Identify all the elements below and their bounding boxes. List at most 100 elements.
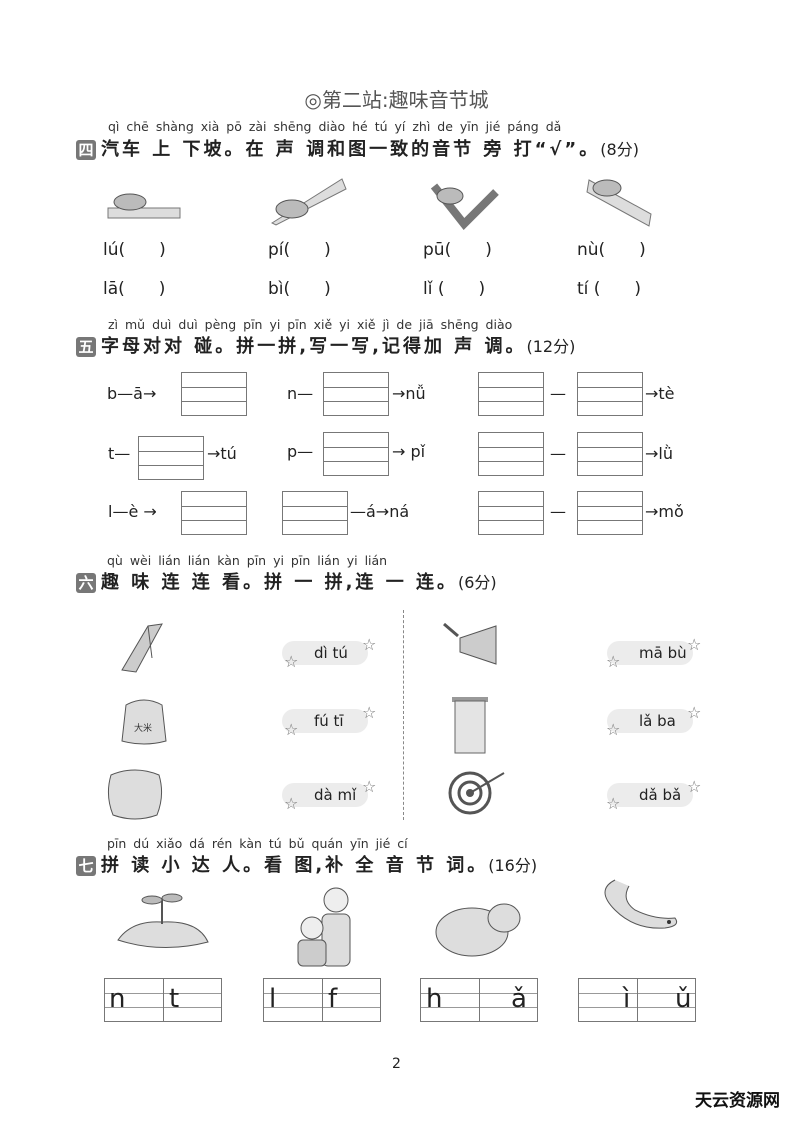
write-box[interactable] bbox=[478, 491, 544, 535]
escalator-icon bbox=[121, 623, 163, 673]
s7-heading: 七拼 读 小 达 人。看 图,补 全 音 节 词。(16分) bbox=[76, 851, 537, 877]
s7-instruction: 拼 读 小 达 人。看 图,补 全 音 节 词。 bbox=[101, 855, 489, 876]
divider bbox=[403, 610, 404, 820]
write-box[interactable] bbox=[478, 372, 544, 416]
pinyin-card[interactable]: dà mǐ bbox=[282, 783, 368, 807]
star-icon: ☆ bbox=[687, 777, 702, 796]
pinyin-card[interactable]: mā bù bbox=[607, 641, 693, 665]
write-box[interactable] bbox=[478, 432, 544, 476]
grid-letter: l bbox=[269, 984, 277, 1014]
option[interactable]: pí( ) bbox=[268, 240, 331, 260]
label: →lǜ bbox=[645, 444, 673, 463]
write-box[interactable] bbox=[181, 491, 247, 535]
option[interactable]: lā( ) bbox=[103, 279, 166, 299]
s5-number-badge: 五 bbox=[76, 337, 96, 357]
s4-score: (8分) bbox=[600, 140, 639, 159]
father-son-icon bbox=[297, 887, 351, 967]
s5-score: (12分) bbox=[526, 337, 576, 356]
label: — bbox=[550, 502, 566, 521]
option[interactable]: lǐ ( ) bbox=[423, 279, 486, 299]
label: →tú bbox=[207, 444, 237, 463]
target-icon bbox=[448, 771, 505, 815]
sprout-soil-icon bbox=[117, 893, 209, 948]
star-icon: ☆ bbox=[606, 652, 621, 671]
star-icon: ☆ bbox=[284, 794, 299, 813]
write-box[interactable] bbox=[577, 432, 643, 476]
write-box[interactable] bbox=[282, 491, 348, 535]
star-icon: ☆ bbox=[362, 635, 377, 654]
option[interactable]: nù( ) bbox=[577, 240, 646, 260]
grid-letter: f bbox=[328, 984, 338, 1014]
write-box[interactable] bbox=[323, 372, 389, 416]
option[interactable]: pū( ) bbox=[423, 240, 492, 260]
grid-letter: n bbox=[109, 984, 126, 1014]
lizard-icon bbox=[604, 879, 678, 929]
write-box[interactable] bbox=[577, 491, 643, 535]
pinyin-card[interactable]: dǎ bǎ bbox=[607, 783, 693, 807]
write-box[interactable] bbox=[138, 436, 204, 480]
hippo-icon bbox=[435, 903, 521, 957]
s6-pinyin: qù wèi lián lián kàn pīn yi pīn lián yi … bbox=[107, 553, 388, 568]
star-icon: ☆ bbox=[606, 794, 621, 813]
label: →nǚ bbox=[392, 384, 426, 403]
pinyin-card[interactable]: fú tī bbox=[282, 709, 368, 733]
pinyin-card[interactable]: lǎ ba bbox=[607, 709, 693, 733]
s5-instruction: 字母对对 碰。拼一拼,写一写,记得加 声 调。 bbox=[101, 336, 527, 357]
towel-icon bbox=[452, 697, 488, 754]
write-box[interactable] bbox=[323, 432, 389, 476]
star-icon: ☆ bbox=[362, 703, 377, 722]
label: — bbox=[550, 444, 566, 463]
grid-letter: ǔ bbox=[675, 984, 692, 1014]
rice-bag-icon: 大米 bbox=[121, 699, 167, 745]
star-icon: ☆ bbox=[606, 720, 621, 739]
grid-letter: h bbox=[426, 984, 443, 1014]
label: —á→ná bbox=[350, 502, 410, 521]
car-downhill-icon bbox=[586, 179, 652, 227]
write-box[interactable] bbox=[181, 372, 247, 416]
star-icon: ☆ bbox=[284, 720, 299, 739]
s6-heading: 六趣 味 连 连 看。拼 一 拼,连 一 连。(6分) bbox=[76, 568, 497, 594]
option[interactable]: bì( ) bbox=[268, 279, 331, 299]
s4-heading: 四汽车 上 下坡。在 声 调和图一致的音节 旁 打“√”。(8分) bbox=[76, 135, 639, 161]
s5-heading: 五字母对对 碰。拼一拼,写一写,记得加 声 调。(12分) bbox=[76, 332, 575, 358]
option[interactable]: tí ( ) bbox=[577, 279, 642, 299]
bag-text: 大米 bbox=[134, 722, 152, 734]
grid-letter: ǎ bbox=[511, 984, 527, 1014]
s5-pinyin: zì mǔ duì duì pèng pīn yi pīn xiě yi xiě… bbox=[108, 317, 513, 332]
star-icon: ☆ bbox=[284, 652, 299, 671]
map-icon bbox=[107, 769, 163, 820]
grid-letter: ì bbox=[623, 984, 631, 1014]
label: → pǐ bbox=[392, 442, 426, 461]
label: →mǒ bbox=[645, 502, 684, 521]
pinyin-card[interactable]: dì tú bbox=[282, 641, 368, 665]
page-number: 2 bbox=[392, 1056, 401, 1072]
label: →tè bbox=[645, 384, 675, 403]
s7-number-badge: 七 bbox=[76, 856, 96, 876]
watermark: 天云资源网 bbox=[695, 1091, 780, 1111]
car-down-up-icon bbox=[430, 183, 499, 230]
s7-pinyin: pīn dú xiǎo dá rén kàn tú bǔ quán yīn ji… bbox=[107, 836, 408, 851]
car-flat-icon bbox=[107, 193, 181, 219]
loudspeaker-icon bbox=[443, 622, 497, 665]
label: p— bbox=[287, 442, 314, 461]
star-icon: ☆ bbox=[687, 635, 702, 654]
s6-number-badge: 六 bbox=[76, 573, 96, 593]
page-title: ◎第二站:趣味音节城 bbox=[304, 88, 489, 112]
s4-pinyin: qì chē shàng xià pō zài shēng diào hé tú… bbox=[108, 119, 562, 134]
write-box[interactable] bbox=[577, 372, 643, 416]
label: l—è → bbox=[108, 502, 157, 521]
label: t— bbox=[108, 444, 131, 463]
s6-score: (6分) bbox=[457, 573, 497, 592]
grid-letter: t bbox=[169, 984, 180, 1014]
car-uphill-icon bbox=[270, 178, 347, 226]
s4-instruction: 汽车 上 下坡。在 声 调和图一致的音节 旁 打“√”。 bbox=[101, 139, 601, 160]
label: — bbox=[550, 384, 566, 403]
option[interactable]: lú( ) bbox=[103, 240, 166, 260]
star-icon: ☆ bbox=[362, 777, 377, 796]
label: b—ā→ bbox=[107, 384, 157, 403]
